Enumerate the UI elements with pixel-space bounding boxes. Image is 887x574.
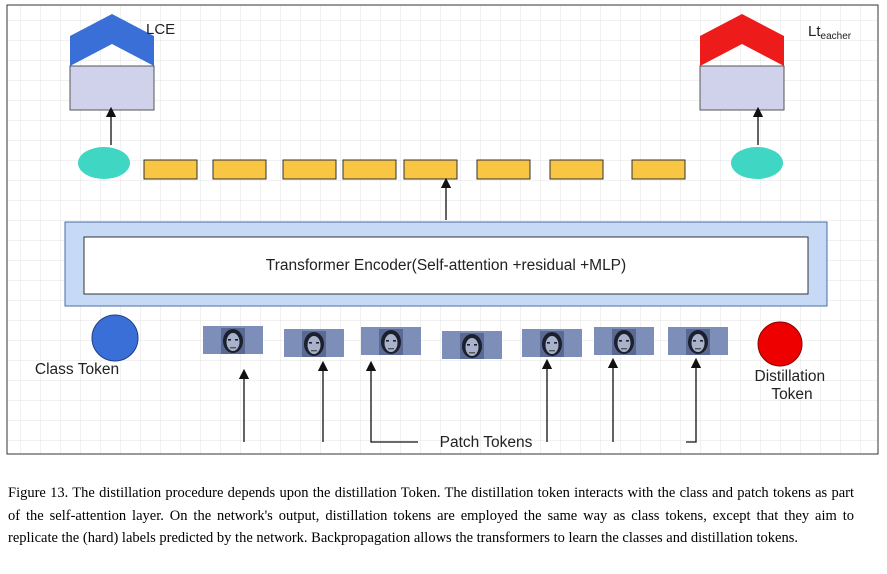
patch-output-token xyxy=(212,159,267,180)
arrow-up-icon xyxy=(365,360,418,443)
patch-output-token xyxy=(282,159,337,180)
patch-output-token xyxy=(403,159,458,180)
patch-output-token xyxy=(143,159,198,180)
patch-output-token xyxy=(476,159,531,180)
transformer-encoder xyxy=(64,221,828,307)
distillation-token xyxy=(757,321,803,367)
lteacher-label: Lteacher xyxy=(808,23,852,42)
face-image-icon xyxy=(203,326,263,354)
distillation-token-label: Distillation Token xyxy=(755,368,830,403)
class-loss-head xyxy=(69,14,155,111)
patch-output-token xyxy=(342,159,397,180)
arrow-up-icon xyxy=(686,357,702,443)
face-image-icon xyxy=(442,331,502,359)
patch-output-token xyxy=(549,159,604,180)
class-token-label: Class Token xyxy=(35,361,119,378)
teacher-loss-head xyxy=(699,14,785,111)
face-image-icon xyxy=(594,327,654,355)
face-image-icon xyxy=(361,327,421,355)
patch-tokens-label: Patch Tokens xyxy=(440,434,533,451)
figure-caption: Figure 13. The distillation procedure de… xyxy=(8,485,854,546)
encoder-label: Transformer Encoder(Self-attention +resi… xyxy=(266,257,626,274)
face-image-icon xyxy=(668,327,728,355)
distillation-output-token xyxy=(731,147,783,179)
class-output-token xyxy=(78,147,130,179)
lteacher-subscript: eacher xyxy=(821,31,852,42)
lce-label: LCE xyxy=(146,21,175,38)
patch-output-tokens xyxy=(143,159,686,180)
patch-output-token xyxy=(631,159,686,180)
class-token xyxy=(91,314,139,362)
patch-token-arrows xyxy=(238,357,702,443)
face-image-icon xyxy=(522,329,582,357)
face-image-icon xyxy=(284,329,344,357)
